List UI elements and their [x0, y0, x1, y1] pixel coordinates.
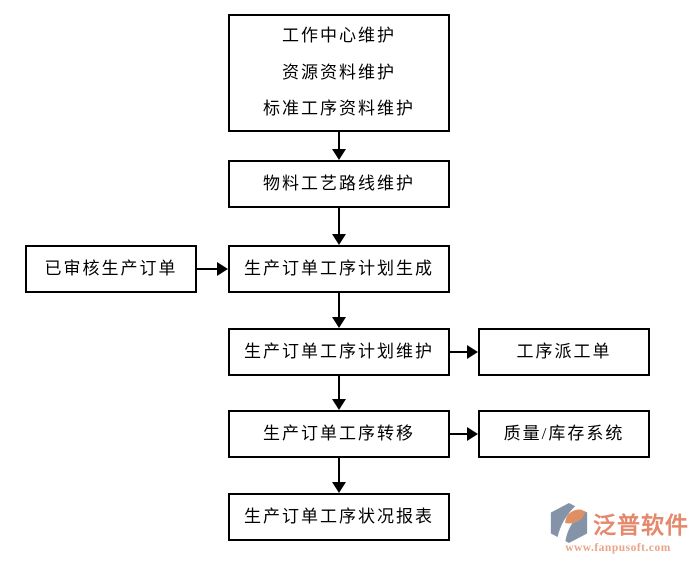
flow-box-work-center-maintenance: 工作中心维护 资源资料维护 标准工序资料维护: [228, 14, 450, 132]
flow-box-order-process-plan-maintain: 生产订单工序计划维护: [228, 328, 450, 376]
flow-box-approved-production-order: 已审核生产订单: [25, 245, 197, 293]
arrowhead-down-icon: [332, 317, 346, 328]
fanpu-logo-url: www.fanpusoft.com: [565, 542, 671, 554]
flow-box-order-process-status-report: 生产订单工序状况报表: [228, 493, 450, 541]
arrowhead-down-icon: [332, 234, 346, 245]
flow-box-line: 工作中心维护: [282, 26, 396, 46]
fanpu-logo-text: 泛普软件: [593, 513, 689, 538]
arrowhead-down-icon: [332, 399, 346, 410]
flow-box-process-dispatch-order: 工序派工单: [478, 328, 650, 376]
flow-box-quality-inventory-system: 质量/库存系统: [478, 410, 650, 458]
arrow-line-right-2: [450, 351, 467, 353]
flow-box-material-routing-maintenance: 物料工艺路线维护: [228, 160, 450, 208]
arrowhead-down-icon: [332, 149, 346, 160]
flow-box-order-process-transfer: 生产订单工序转移: [228, 410, 450, 458]
arrow-line-down-2: [338, 208, 340, 234]
arrow-line-down-4: [338, 376, 340, 399]
arrowhead-right-icon: [467, 345, 478, 359]
arrow-line-right-3: [450, 433, 467, 435]
fanpu-logo: 泛普软件 www.fanpusoft.com: [545, 502, 691, 554]
arrow-line-right-1: [197, 268, 217, 270]
flow-box-order-process-plan-generate: 生产订单工序计划生成: [228, 245, 450, 293]
flow-box-line: 资源资料维护: [282, 62, 396, 82]
arrowhead-right-icon: [217, 262, 228, 276]
arrow-line-down-3: [338, 293, 340, 317]
arrowhead-down-icon: [332, 482, 346, 493]
arrow-line-down-5: [338, 458, 340, 482]
arrow-line-down-1: [338, 132, 340, 149]
arrowhead-right-icon: [467, 427, 478, 441]
fanpu-logo-icon: [547, 502, 591, 544]
flow-box-line: 标准工序资料维护: [263, 99, 415, 119]
